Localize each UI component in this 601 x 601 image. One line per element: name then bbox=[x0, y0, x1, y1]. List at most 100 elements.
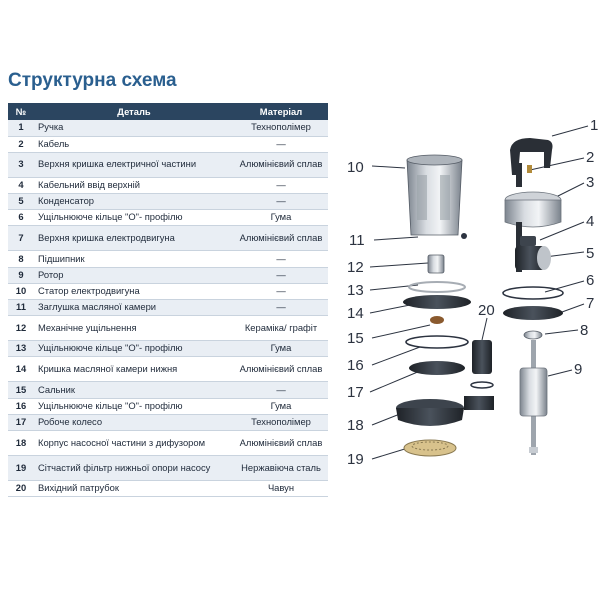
row-material: — bbox=[234, 250, 328, 268]
row-part: Підшипник bbox=[34, 250, 234, 268]
row-num: 18 bbox=[8, 430, 34, 456]
callout-17: 17 bbox=[347, 384, 364, 401]
row-part: Ущільнююче кільце "О"- профілю bbox=[34, 398, 234, 415]
callout-4: 4 bbox=[586, 213, 594, 230]
callout-6: 6 bbox=[586, 272, 594, 289]
row-part: Ущільнююче кільце "О"- профілю bbox=[34, 209, 234, 227]
mechanical-seal bbox=[427, 254, 445, 274]
row-num: 17 bbox=[8, 414, 34, 431]
rotor bbox=[519, 340, 548, 455]
oil-plug bbox=[461, 233, 467, 239]
column-header-part: Деталь bbox=[34, 103, 234, 120]
callout-3: 3 bbox=[586, 174, 594, 191]
row-num: 12 bbox=[8, 315, 34, 342]
stator-housing bbox=[406, 154, 463, 236]
o-ring-16 bbox=[405, 335, 469, 349]
row-part: Кришка масляної камери нижня bbox=[34, 356, 234, 383]
column-header-num: № bbox=[8, 103, 34, 120]
callout-14: 14 bbox=[347, 305, 364, 322]
callout-12: 12 bbox=[347, 259, 364, 276]
strainer-filter bbox=[403, 439, 457, 457]
row-num: 3 bbox=[8, 152, 34, 178]
row-material: Чавун bbox=[234, 480, 328, 498]
row-part: Статор електродвигуна bbox=[34, 283, 234, 301]
outlet-pipe bbox=[470, 340, 494, 389]
row-part: Верхня кришка електродвигуна bbox=[34, 225, 234, 252]
gland-seal bbox=[430, 316, 444, 324]
row-num: 16 bbox=[8, 398, 34, 415]
row-material: Алюмінієвий сплав bbox=[234, 356, 328, 383]
row-num: 14 bbox=[8, 356, 34, 383]
row-part: Сальник bbox=[34, 381, 234, 399]
pump-housing bbox=[396, 396, 494, 426]
row-material: — bbox=[234, 267, 328, 284]
callout-20: 20 bbox=[478, 302, 495, 319]
o-ring-6 bbox=[502, 286, 564, 300]
row-material: Гума bbox=[234, 398, 328, 415]
row-num: 7 bbox=[8, 225, 34, 252]
row-num: 19 bbox=[8, 455, 34, 481]
row-material: — bbox=[234, 177, 328, 195]
table-header-row: № Деталь Матеріал bbox=[8, 103, 328, 120]
callout-9: 9 bbox=[574, 361, 582, 378]
row-num: 11 bbox=[8, 299, 34, 317]
row-part: Ротор bbox=[34, 267, 234, 284]
callout-10: 10 bbox=[347, 159, 364, 176]
row-material: Кераміка/ графіт bbox=[234, 315, 328, 342]
callout-1: 1 bbox=[590, 117, 598, 134]
callout-5: 5 bbox=[586, 245, 594, 262]
row-num: 15 bbox=[8, 381, 34, 399]
row-num: 20 bbox=[8, 480, 34, 498]
row-material: Алюмінієвий сплав bbox=[234, 152, 328, 178]
row-part: Заглушка масляної камери bbox=[34, 299, 234, 317]
row-part: Механічне ущільнення bbox=[34, 315, 234, 342]
column-header-material: Матеріал bbox=[234, 103, 328, 120]
row-num: 1 bbox=[8, 120, 34, 137]
row-part: Кабель bbox=[34, 136, 234, 153]
row-material: Алюмінієвий сплав bbox=[234, 225, 328, 252]
row-part: Сітчастий фільтр нижньої опори насосу bbox=[34, 455, 234, 481]
callout-11: 11 bbox=[349, 232, 365, 249]
row-material: — bbox=[234, 283, 328, 301]
row-material: Алюмінієвий сплав bbox=[234, 430, 328, 456]
exploded-pump-diagram: 1 2 3 4 5 6 7 8 9 10 11 12 13 14 15 16 1… bbox=[347, 117, 598, 468]
row-material: — bbox=[234, 136, 328, 153]
bearing bbox=[523, 330, 543, 340]
callout-15: 15 bbox=[347, 330, 364, 347]
capacitor bbox=[515, 246, 551, 270]
callout-18: 18 bbox=[347, 417, 364, 434]
row-num: 10 bbox=[8, 283, 34, 301]
row-num: 4 bbox=[8, 177, 34, 195]
row-part: Ущільнююче кільце "О"- профілю bbox=[34, 340, 234, 358]
callout-16: 16 bbox=[347, 357, 364, 374]
row-material: — bbox=[234, 299, 328, 317]
row-num: 2 bbox=[8, 136, 34, 153]
oil-chamber-cover bbox=[403, 295, 471, 309]
cable bbox=[516, 163, 532, 187]
row-num: 8 bbox=[8, 250, 34, 268]
handle bbox=[510, 138, 553, 175]
row-num: 9 bbox=[8, 267, 34, 284]
row-part: Вихідний патрубок bbox=[34, 480, 234, 498]
row-num: 13 bbox=[8, 340, 34, 358]
row-part: Ручка bbox=[34, 120, 234, 137]
row-num: 5 bbox=[8, 193, 34, 211]
callout-13: 13 bbox=[347, 282, 364, 299]
callout-19: 19 bbox=[347, 451, 364, 468]
callout-8: 8 bbox=[580, 322, 588, 339]
page-title: Структурна схема bbox=[8, 70, 177, 91]
